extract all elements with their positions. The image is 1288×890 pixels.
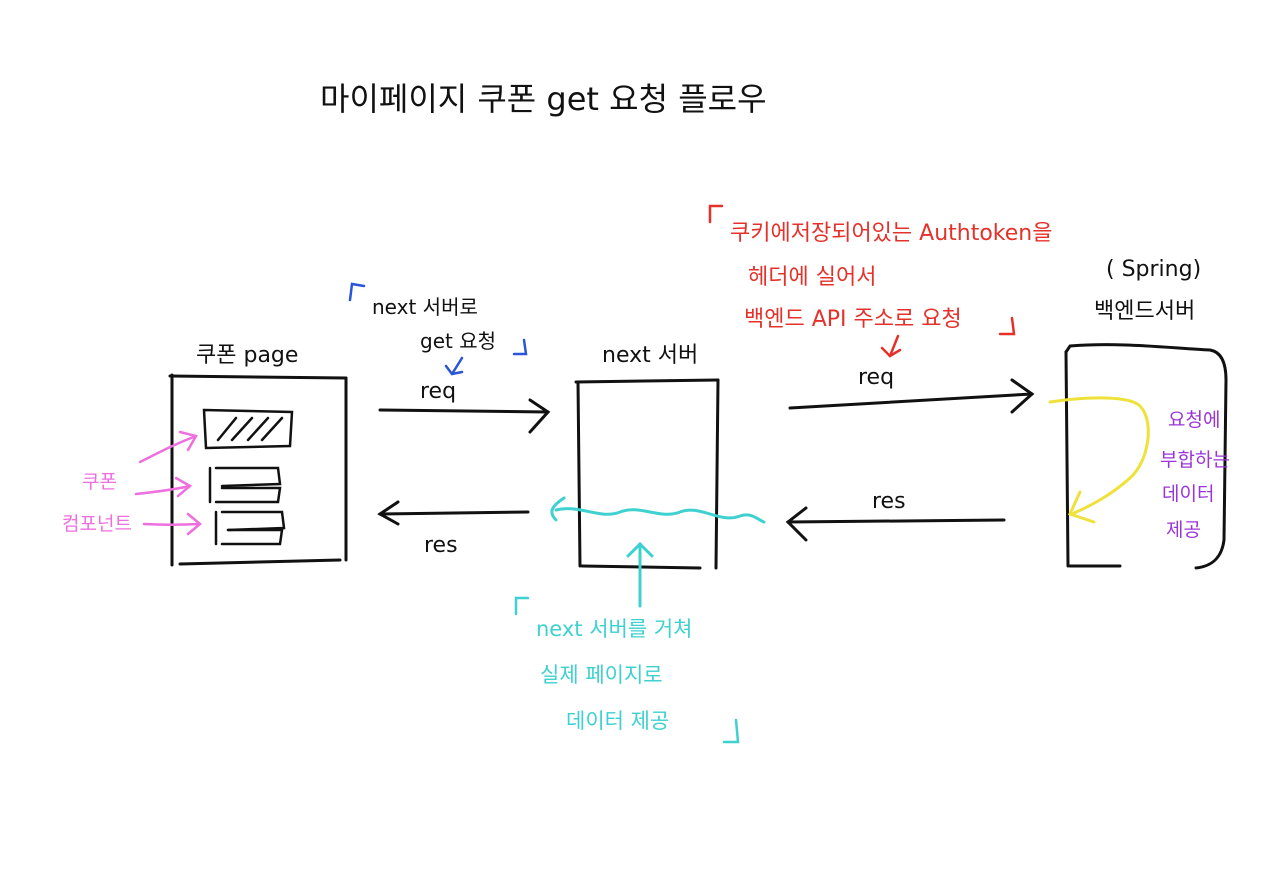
blue-note-line-2: get 요청: [420, 329, 496, 353]
req-arrow-left: [378, 398, 551, 434]
backend-tag-label: ( Spring): [1106, 257, 1201, 282]
red-bracket-close: [998, 316, 1016, 336]
pink-arrows: [134, 430, 202, 536]
coupon-component-3: [214, 510, 286, 546]
blue-pointer-arrow: [444, 356, 464, 376]
cyan-note-line-3: 데이터 제공: [566, 709, 669, 733]
purple-note-line-1: 요청에: [1168, 409, 1220, 431]
backend-box: [1064, 343, 1228, 570]
req-arrow-right: [788, 378, 1035, 414]
yellow-loop-arrow: [1048, 396, 1150, 524]
pink-note-line-1: 쿠폰: [82, 471, 117, 493]
cyan-bracket-open: [514, 596, 530, 616]
purple-note-line-4: 제공: [1166, 519, 1201, 541]
next-server-label: next 서버: [602, 343, 698, 368]
cyan-note-line-1: next 서버를 거쳐: [536, 617, 692, 641]
next-server-box: [574, 378, 720, 570]
diagram-title: 마이페이지 쿠폰 get 요청 플로우: [320, 80, 767, 118]
red-note-line-3: 백엔드 API 주소로 요청: [744, 307, 962, 332]
blue-bracket-open: [348, 282, 366, 302]
purple-note-line-3: 데이터: [1162, 483, 1214, 505]
red-note-line-1: 쿠키에저장되어있는 Authtoken을: [730, 221, 1052, 246]
req-label-left: req: [420, 379, 456, 404]
cyan-arrow-up: [626, 541, 654, 608]
blue-bracket-close: [512, 338, 528, 356]
pink-note-line-2: 컴포넌트: [62, 513, 132, 535]
cyan-wave: [550, 496, 766, 524]
coupon-component-1: [202, 408, 294, 450]
cyan-note-line-2: 실제 페이지로: [540, 663, 663, 687]
coupon-component-2: [208, 466, 282, 504]
red-note-line-2: 헤더에 실어서: [748, 265, 876, 290]
red-bracket-open: [708, 204, 724, 224]
coupon-page-box: [168, 373, 348, 567]
req-label-right: req: [858, 365, 894, 390]
purple-note-line-2: 부합하는: [1160, 449, 1230, 471]
blue-note-line-1: next 서버로: [372, 295, 478, 319]
res-arrow-right: [785, 506, 1006, 542]
res-label-right: res: [872, 489, 906, 514]
cyan-bracket-close: [722, 718, 740, 744]
coupon-page-label: 쿠폰 page: [196, 343, 298, 368]
res-arrow-left: [377, 500, 530, 526]
backend-label: 백엔드서버: [1094, 299, 1195, 324]
red-pointer-arrow: [880, 334, 902, 358]
res-label-left: res: [424, 533, 458, 558]
